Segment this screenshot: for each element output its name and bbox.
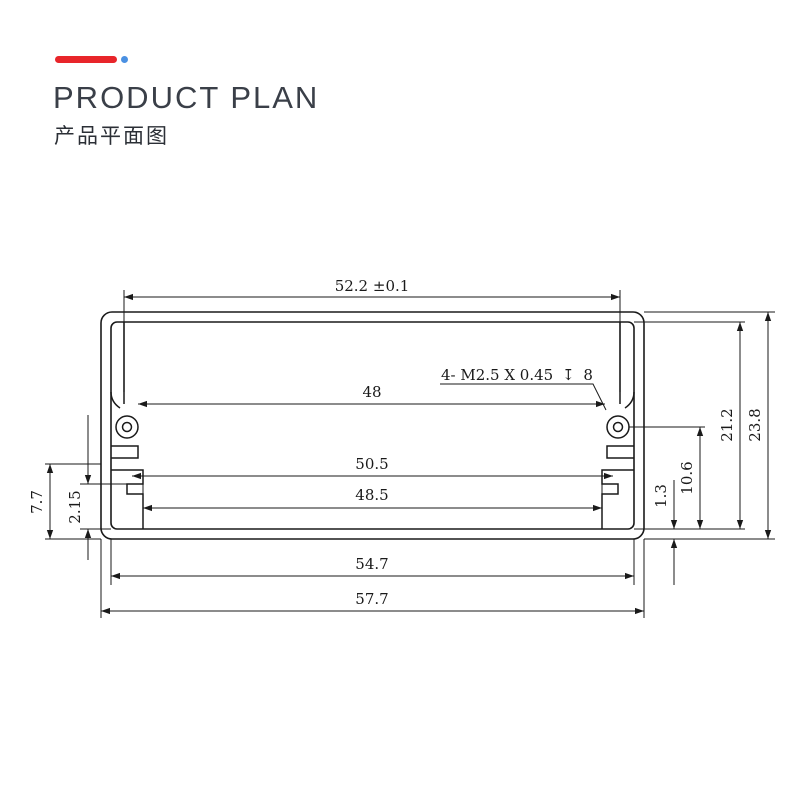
dim-right-wall: 1.3 [652,484,670,508]
dim-top-width: 52.2 ±0.1 [335,277,410,295]
page-title: PRODUCT PLAN [53,80,320,115]
dim-rail-inner: 48.5 [355,486,388,504]
screw-depth: 8 [583,366,593,384]
screw-depth-symbol: ↧ [562,366,575,384]
dim-rail-outer: 50.5 [355,455,388,473]
enclosure-profile [100,311,645,540]
dimension-lines [46,293,772,615]
dim-left-height: 7.7 [28,490,46,514]
screw-note-leader [440,383,607,411]
extension-lines [45,290,775,618]
dim-right-inner: 21.2 [718,408,736,441]
right-rail-detail [601,391,635,529]
screw-note-spec: 4- M2.5 X 0.45 [441,366,553,384]
left-rail-detail [110,391,144,529]
page-subtitle: 产品平面图 [54,124,169,148]
dimension-texts: 52.2 ±0.1 48 50.5 48.5 54.7 57.7 4- M2.5… [28,277,764,608]
dim-inner-width: 54.7 [355,555,388,573]
header-accent-dot [121,56,128,63]
dim-outer-width: 57.7 [355,590,388,608]
dim-screw-spacing: 48 [362,383,381,401]
screw-note: 4- M2.5 X 0.45 ↧ 8 [441,366,593,384]
dim-left-slot: 2.15 [66,490,84,523]
dim-right-screw: 10.6 [678,461,696,494]
dim-right-outer: 23.8 [746,408,764,441]
header-accent-bar [55,56,117,63]
